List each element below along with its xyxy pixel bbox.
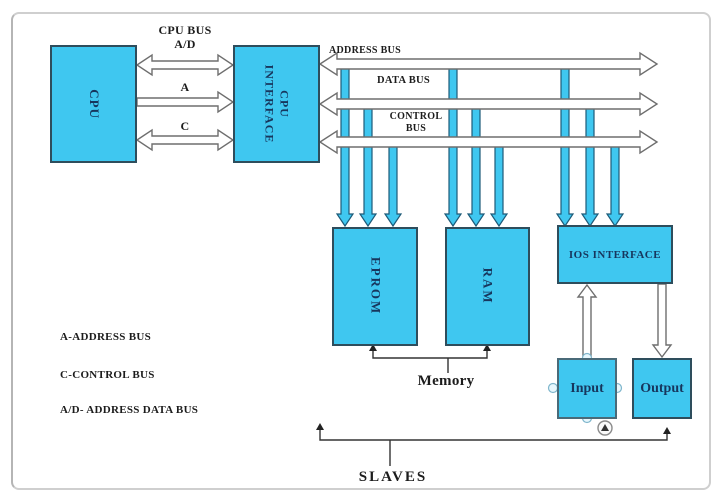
input-to-ios-arrow [576, 283, 598, 359]
cpu-interface-block-label: CPU INTERFACE [262, 64, 292, 144]
ram-block: RAM [445, 227, 530, 346]
ad-bus-arrow [135, 53, 235, 77]
slaves-bracket [319, 429, 668, 466]
data-tap-eprom [358, 103, 378, 228]
cpu-bus-label: CPU BUS A/D [158, 23, 212, 51]
cpu-bus-arrows [135, 53, 235, 152]
data-tap-ios [580, 103, 600, 228]
a-arrow-label: A [180, 80, 190, 94]
eprom-block: EPROM [332, 227, 418, 346]
horizontal-buses [318, 51, 659, 155]
address-bus-arrow [318, 51, 659, 77]
memory-bracket-arrowheads [369, 344, 491, 351]
ios-to-output-arrow [651, 283, 673, 359]
eprom-block-label: EPROM [368, 257, 384, 316]
output-block-label: Output [640, 380, 684, 396]
control-tap-ram [489, 141, 509, 228]
memory-bracket [372, 350, 488, 373]
legend-item-address-bus: A-ADDRESS BUS [60, 331, 152, 343]
a-bus-arrow [136, 90, 235, 114]
legend-item-address-data-bus: A/D- ADDRESS DATA BUS [60, 404, 199, 416]
legend-item-control-bus: C-CONTROL BUS [60, 369, 155, 381]
memory-caption: Memory [417, 373, 475, 389]
page-frame [11, 12, 711, 490]
output-block: Output [632, 358, 692, 419]
io-arrows [576, 283, 673, 359]
bus-tap-arrows [335, 63, 625, 228]
control-tap-eprom [383, 141, 403, 228]
cpu-block-label: CPU [86, 89, 102, 119]
control-tap-ios [605, 141, 625, 228]
rotation-handle-arrow-icon [601, 424, 609, 431]
cpu-interface-block: CPU INTERFACE [233, 45, 320, 163]
c-arrow-label: C [180, 119, 190, 133]
data-tap-ram [466, 103, 486, 228]
input-block[interactable]: Input [557, 358, 617, 419]
input-block-label: Input [570, 380, 604, 396]
ram-block-label: RAM [480, 267, 496, 306]
slaves-bracket-arrowheads [316, 423, 671, 434]
address-bus-label: ADDRESS BUS [329, 45, 401, 56]
control-bus-arrow [318, 129, 659, 155]
data-bus-arrow [318, 91, 659, 117]
control-bus-label: CONTROL BUS [389, 111, 443, 134]
data-bus-label: DATA BUS [377, 75, 431, 86]
ios-interface-block: IOS INTERFACE [557, 225, 673, 284]
slaves-caption: SLAVES [358, 469, 428, 485]
cpu-block: CPU [50, 45, 137, 163]
ios-interface-block-label: IOS INTERFACE [568, 248, 662, 261]
